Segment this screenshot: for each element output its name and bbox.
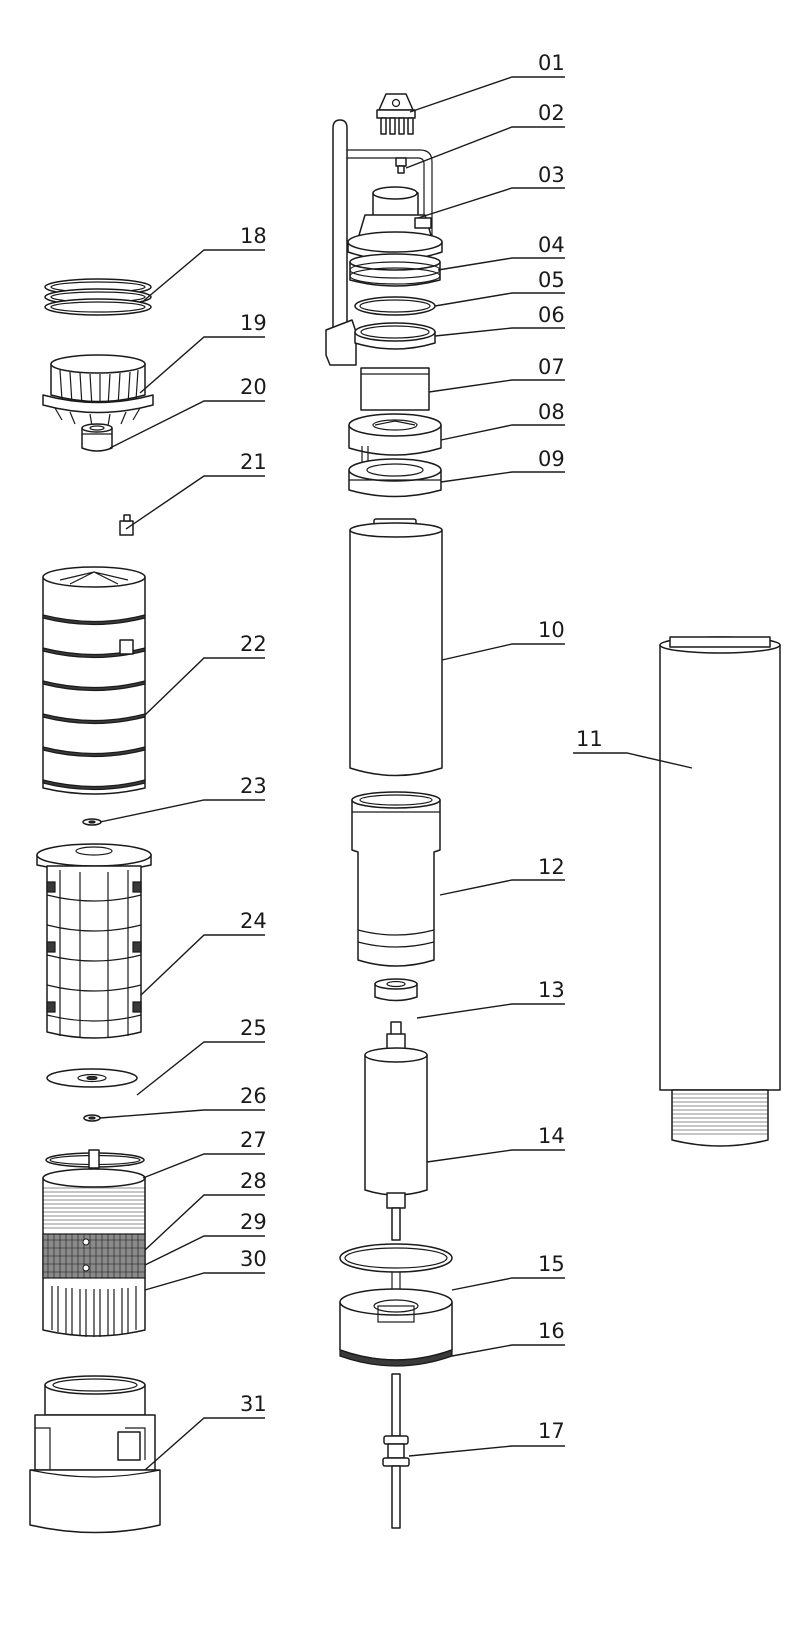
part-03-discharge-head: [347, 186, 443, 261]
part-09-base-ring: [348, 458, 442, 498]
part-02-cable-guard: [325, 119, 433, 366]
label-27: 27: [240, 1128, 267, 1152]
label-05: 05: [538, 268, 565, 292]
label-04: 04: [538, 233, 565, 257]
part-13-bearing: [374, 978, 418, 1002]
part-11-stator-housing: [659, 636, 781, 1147]
callout-labels: 01 02 03 04 05 06 07 08 09 10 11 12 13 1…: [240, 51, 603, 1443]
label-11: 11: [576, 727, 603, 751]
part-01-cable-plug: [376, 93, 416, 135]
part-10-pump-sleeve: [349, 518, 443, 777]
label-23: 23: [240, 774, 267, 798]
part-23-washer: [82, 818, 102, 826]
part-22-stage-stack: [42, 566, 146, 795]
part-19-impeller: [42, 354, 154, 427]
part-05-o-ring: [354, 296, 436, 316]
label-24: 24: [240, 909, 267, 933]
label-01: 01: [538, 51, 565, 75]
part-16-bottom-cover: [339, 1288, 453, 1367]
label-20: 20: [240, 375, 267, 399]
part-07-sleeve: [360, 367, 430, 411]
label-16: 16: [538, 1319, 565, 1343]
part-04-top-housing: [349, 253, 441, 287]
part-24-diffuser-cage: [36, 843, 152, 1039]
part-17-shaft: [382, 1373, 410, 1529]
part-12-motor-shell: [351, 791, 441, 967]
part-08-diffuser: [348, 413, 442, 468]
part-18-seal-rings: [44, 278, 152, 316]
part-14-rotor: [364, 1021, 428, 1241]
part-25-plate: [46, 1068, 138, 1088]
part-20-bushing: [81, 423, 113, 452]
label-30: 30: [240, 1247, 267, 1271]
part-06-sealing-ring: [354, 322, 436, 350]
label-12: 12: [538, 855, 565, 879]
leader-lines: [99, 76, 693, 1471]
label-13: 13: [538, 978, 565, 1002]
label-17: 17: [538, 1419, 565, 1443]
label-19: 19: [240, 311, 267, 335]
label-08: 08: [538, 400, 565, 424]
label-25: 25: [240, 1016, 267, 1040]
label-29: 29: [240, 1210, 267, 1234]
label-22: 22: [240, 632, 267, 656]
label-06: 06: [538, 303, 565, 327]
label-02: 02: [538, 101, 565, 125]
part-15-o-ring: [339, 1243, 453, 1290]
label-26: 26: [240, 1084, 267, 1108]
label-10: 10: [538, 618, 565, 642]
label-03: 03: [538, 163, 565, 187]
label-31: 31: [240, 1392, 267, 1416]
label-15: 15: [538, 1252, 565, 1276]
part-28-30-inlet-strainer: [42, 1149, 146, 1337]
label-09: 09: [538, 447, 565, 471]
part-31-base-foot: [29, 1375, 161, 1534]
label-18: 18: [240, 224, 267, 248]
label-14: 14: [538, 1124, 565, 1148]
part-26-washer: [83, 1114, 101, 1122]
label-07: 07: [538, 355, 565, 379]
label-28: 28: [240, 1169, 267, 1193]
label-21: 21: [240, 450, 267, 474]
